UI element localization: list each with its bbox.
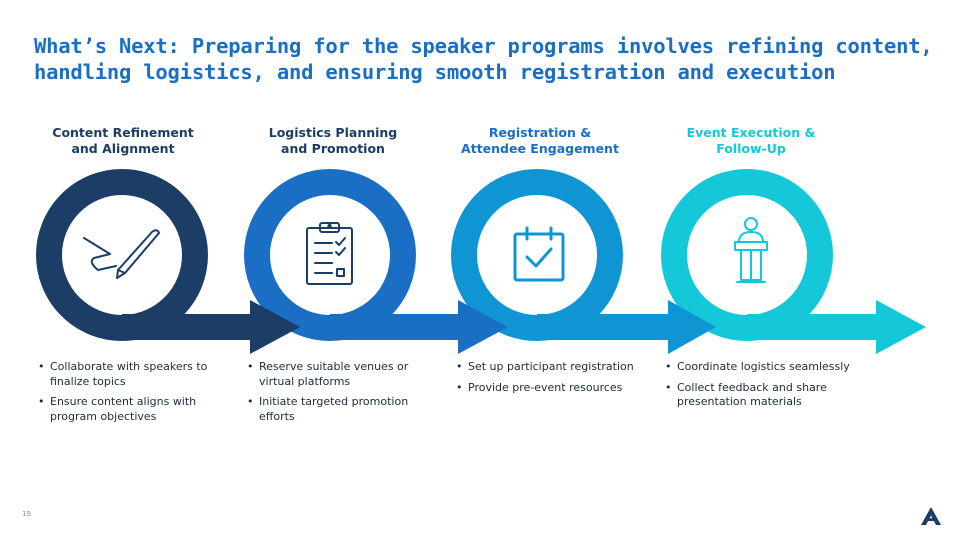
stage-1-ring-arrow xyxy=(36,169,300,354)
clipboard-checklist-icon xyxy=(306,222,353,285)
list-item: Collaborate with speakers to finalize to… xyxy=(36,360,226,389)
stage-2-bullets: Reserve suitable venues or virtual platf… xyxy=(245,360,415,430)
list-item: Collect feedback and share presentation … xyxy=(663,381,853,410)
stage-title-logistics-planning: Logistics Planning and Promotion xyxy=(268,125,398,156)
list-item: Reserve suitable venues or virtual platf… xyxy=(245,360,415,389)
page-title: What’s Next: Preparing for the speaker p… xyxy=(34,34,933,84)
list-item: Provide pre-event resources xyxy=(454,381,644,396)
stage-4-bullets: Coordinate logistics seamlessly Collect … xyxy=(663,360,853,416)
company-logo-icon xyxy=(921,507,941,525)
stage-2-ring-arrow xyxy=(244,169,508,354)
stage-4-ring-arrow xyxy=(661,169,926,354)
list-item: Initiate targeted promotion efforts xyxy=(245,395,415,424)
stage-3-bullets: Set up participant registration Provide … xyxy=(454,360,644,401)
podium-speaker-icon xyxy=(734,217,768,283)
stage-title-event-execution: Event Execution & Follow-Up xyxy=(686,125,816,156)
list-item: Ensure content aligns with program objec… xyxy=(36,395,226,424)
calendar-check-icon xyxy=(513,226,565,282)
stage-1-bullets: Collaborate with speakers to finalize to… xyxy=(36,360,226,430)
stage-3-ring-arrow xyxy=(451,169,716,354)
pen-signature-icon xyxy=(83,229,160,279)
page-number: 19 xyxy=(22,510,31,518)
list-item: Coordinate logistics seamlessly xyxy=(663,360,853,375)
list-item: Set up participant registration xyxy=(454,360,644,375)
stage-title-registration: Registration & Attendee Engagement xyxy=(461,125,619,156)
stage-title-content-refinement: Content Refinement and Alignment xyxy=(52,125,194,156)
